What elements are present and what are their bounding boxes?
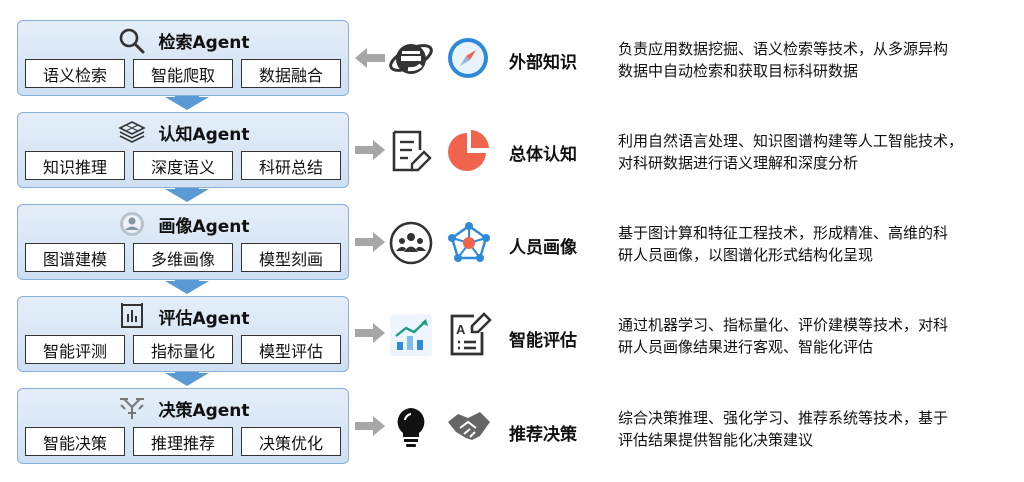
row-description: 综合决策推理、强化学习、推荐系统等技术，基于 评估结果提供智能化决策建议 — [618, 409, 949, 449]
document-edit-icon — [388, 128, 434, 174]
agent-box-cognition: 认知Agent 知识推理 深度语义 科研总结 — [17, 112, 349, 188]
capability-tag: 智能爬取 — [133, 59, 233, 88]
agent-box-profile: 画像Agent 图谱建模 多维画像 模型刻画 — [17, 204, 349, 280]
arrow-left-icon — [355, 48, 385, 68]
arrow-right-icon — [355, 232, 385, 252]
pie-chart-icon — [446, 128, 492, 174]
lightbulb-icon — [388, 404, 434, 450]
evaluation-form-icon: A — [446, 312, 492, 358]
agent-box-decision: 决策Agent 智能决策 推理推荐 决策优化 — [17, 388, 349, 464]
arrow-right-icon — [355, 416, 385, 436]
agent-title: 决策Agent — [158, 400, 250, 421]
row-label: 外部知识 — [509, 53, 577, 73]
agent-box-retrieval: 检索Agent 语义检索 智能爬取 数据融合 — [17, 20, 349, 96]
safari-compass-icon — [446, 36, 492, 82]
capability-tag: 科研总结 — [241, 151, 341, 180]
row-label: 智能评估 — [509, 331, 577, 351]
agent-title: 评估Agent — [158, 308, 250, 329]
row-label: 总体认知 — [509, 145, 577, 165]
internet-explorer-icon — [388, 35, 434, 81]
row-description: 基于图计算和特征工程技术，形成精准、高维的科 研人员画像，以图谱化形式结构化呈现 — [618, 224, 949, 264]
capability-tag: 模型刻画 — [241, 243, 341, 272]
handshake-icon — [446, 404, 492, 450]
capability-tag: 智能评测 — [25, 335, 125, 364]
svg-text:A: A — [456, 322, 466, 337]
capability-tag: 模型评估 — [241, 335, 341, 364]
agent-title: 画像Agent — [158, 216, 250, 237]
capability-tag: 指标量化 — [133, 335, 233, 364]
arrow-right-icon — [355, 323, 385, 343]
row-label: 人员画像 — [509, 238, 577, 258]
arrow-right-icon — [355, 140, 385, 160]
capability-tag: 知识推理 — [25, 151, 125, 180]
network-graph-icon — [446, 220, 492, 266]
capability-tag: 多维画像 — [133, 243, 233, 272]
capability-tag: 推理推荐 — [133, 427, 233, 456]
capability-tag: 语义检索 — [25, 59, 125, 88]
row-label: 推荐决策 — [509, 425, 577, 445]
agent-title: 认知Agent — [158, 124, 250, 145]
search-icon — [116, 26, 148, 54]
layers-icon — [116, 118, 148, 146]
report-chart-icon — [116, 302, 148, 330]
row-description: 负责应用数据挖掘、语义检索等技术，从多源异构 数据中自动检索和获取目标科研数据 — [618, 40, 949, 80]
group-icon — [388, 220, 434, 266]
capability-tag: 深度语义 — [133, 151, 233, 180]
capability-tag: 数据融合 — [241, 59, 341, 88]
capability-tag: 决策优化 — [241, 427, 341, 456]
row-description: 通过机器学习、指标量化、评价建模等技术，对科 研人员画像结果进行客观、智能化评估 — [618, 316, 949, 356]
decision-branch-icon — [116, 394, 148, 422]
row-description: 利用自然语言处理、知识图谱构建等人工智能技术， 对科研数据进行语义理解和深度分析 — [618, 132, 964, 172]
capability-tag: 图谱建模 — [25, 243, 125, 272]
trend-chart-icon — [388, 312, 434, 358]
profile-icon — [116, 210, 148, 238]
agent-box-evaluation: 评估Agent 智能评测 指标量化 模型评估 — [17, 296, 349, 372]
agent-title: 检索Agent — [158, 32, 250, 53]
capability-tag: 智能决策 — [25, 427, 125, 456]
